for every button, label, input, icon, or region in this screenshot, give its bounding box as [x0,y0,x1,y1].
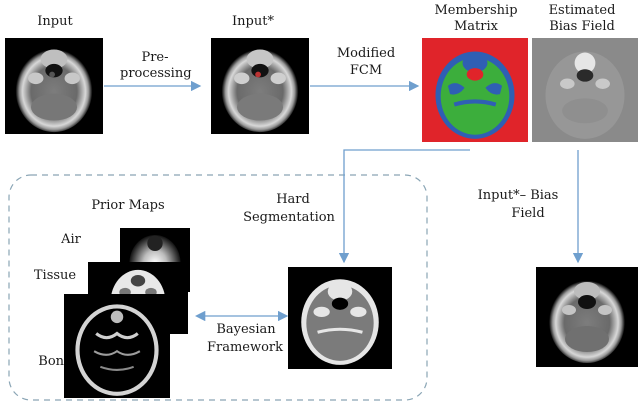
bias-field-image [532,38,638,142]
arrow-hard-segmentation [338,149,470,264]
hard-segmentation-label-line2: Segmentation [243,210,335,225]
tissue-label: Tissue [33,268,77,283]
prior-maps-label: Prior Maps [91,198,165,213]
bias-correction-label-line1: Input*– Bias [477,188,559,203]
bone-label: Bone [38,354,72,369]
membership-label-line2: Matrix [454,19,498,34]
bayesian-framework-label-line1: Bayesian [216,322,276,337]
hard-segmentation-label-line1: Hard [276,192,310,207]
bayesian-framework-label-line2: Framework [206,340,284,355]
modified-fcm-label-line1: Modified [336,46,396,61]
preprocessed-ct-image [211,38,309,134]
air-label: Air [61,232,81,247]
input-label: Input [37,14,73,29]
preprocessing-label-line2: processing [120,66,192,81]
hard-segmentation-image [288,267,392,369]
preprocessing-label-line1: Pre- [141,50,169,65]
bias-corrected-ct-image [536,267,638,367]
bias-field-label-line1: Estimated [548,3,616,18]
membership-matrix-image [422,38,528,142]
input-ct-image [5,38,103,134]
bias-field-label-line2: Bias Field [549,19,615,34]
prior-map-bone [64,294,170,398]
input-star-label: Input* [232,14,274,29]
membership-label-line1: Membership [434,3,518,18]
bayesian-framework-dashed-box [8,174,428,401]
bias-correction-label-line2: Field [511,206,545,221]
modified-fcm-label-line2: FCM [349,63,383,78]
